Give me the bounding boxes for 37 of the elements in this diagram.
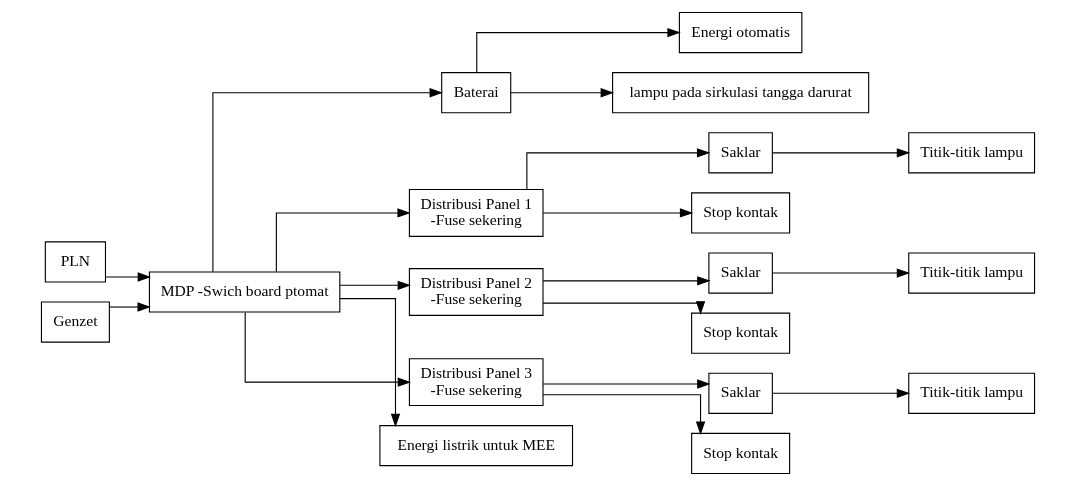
node-box: Titik-titik lampu bbox=[907, 372, 1035, 414]
node-box: Saklar bbox=[707, 372, 773, 414]
node-box: Distribusi Panel 3 -Fuse sekering bbox=[408, 358, 544, 407]
arrow bbox=[339, 298, 400, 428]
node-box: PLN bbox=[44, 241, 106, 283]
node-box: Distribusi Panel 2 -Fuse sekering bbox=[408, 268, 544, 316]
arrow bbox=[108, 302, 151, 312]
node-box: Titik-titik lampu bbox=[907, 252, 1035, 294]
node-box: Stop kontak bbox=[690, 432, 790, 474]
node-box: Stop kontak bbox=[690, 192, 790, 234]
arrow bbox=[542, 394, 705, 435]
arrow bbox=[771, 268, 910, 278]
arrow bbox=[542, 208, 693, 218]
arrow bbox=[275, 208, 411, 273]
arrow bbox=[475, 27, 681, 73]
arrow bbox=[542, 379, 711, 389]
node-box: Energi otomatis bbox=[678, 12, 802, 54]
node-box: MDP -Swich board ptomat bbox=[148, 271, 340, 313]
node-box: Genzet bbox=[40, 301, 110, 343]
arrow bbox=[542, 276, 711, 286]
node-box: Baterai bbox=[440, 72, 511, 114]
arrow bbox=[244, 311, 411, 387]
node-box: Saklar bbox=[707, 132, 773, 174]
arrow bbox=[525, 148, 710, 191]
arrow bbox=[542, 301, 705, 315]
node-box: lampu pada sirkulasi tangga darurat bbox=[611, 72, 869, 114]
arrow bbox=[211, 88, 443, 273]
node-box: Stop kontak bbox=[690, 312, 790, 354]
arrow bbox=[509, 88, 614, 98]
arrow bbox=[338, 280, 411, 290]
node-box: Saklar bbox=[707, 252, 773, 294]
arrow bbox=[104, 272, 151, 282]
arrow bbox=[771, 148, 910, 158]
node-box: Energi listrik untuk MEE bbox=[378, 425, 573, 467]
node-box: Distribusi Panel 1 -Fuse sekering bbox=[408, 189, 544, 237]
arrow bbox=[771, 388, 910, 398]
node-box: Titik-titik lampu bbox=[907, 132, 1035, 174]
